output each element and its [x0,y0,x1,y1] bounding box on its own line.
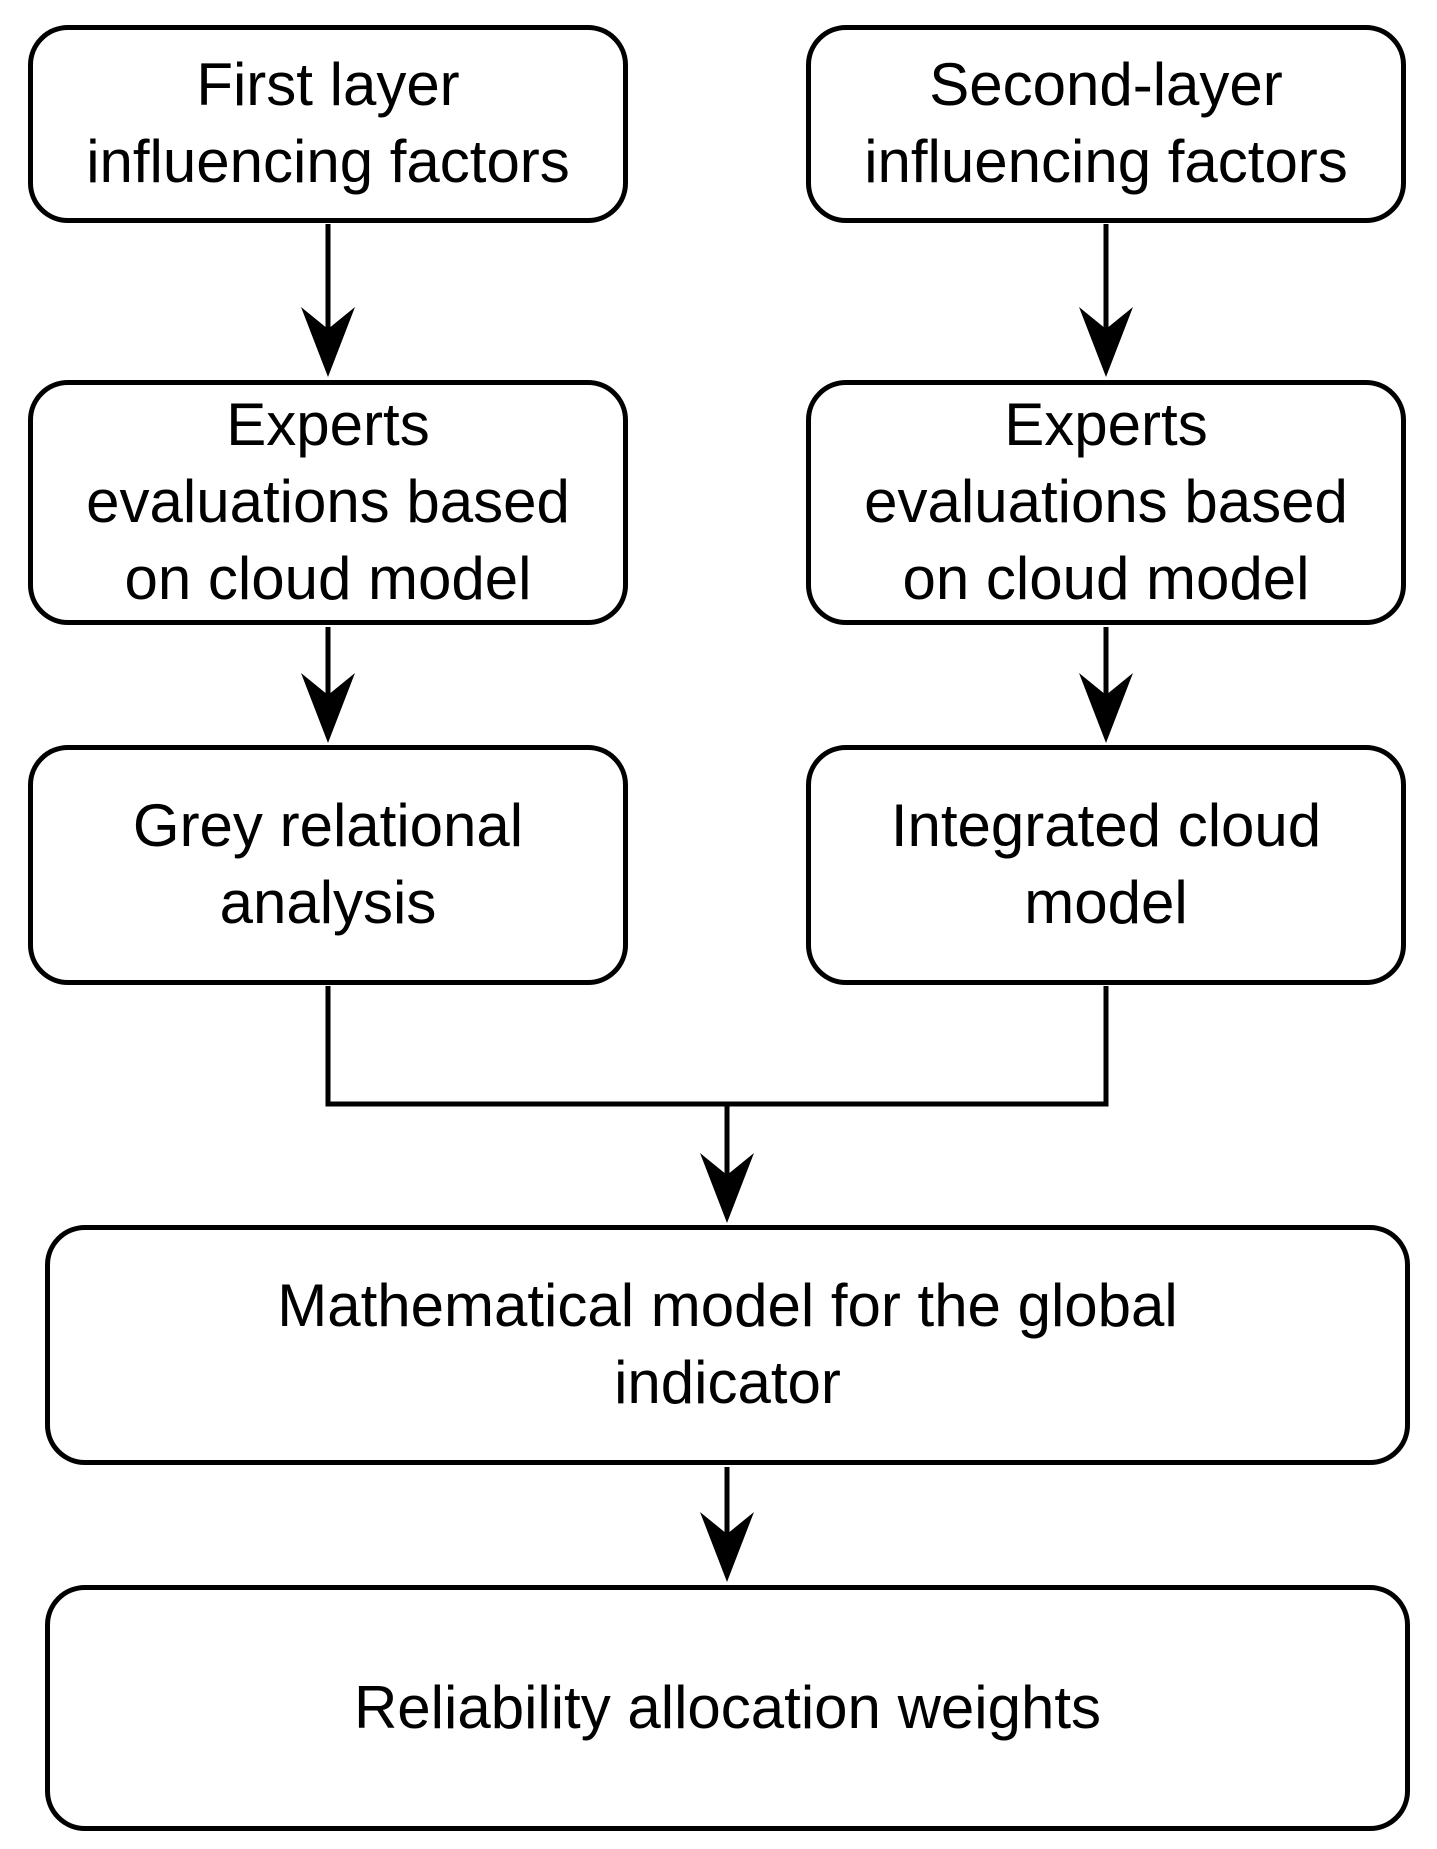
arrowhead-icon [1079,307,1133,377]
node-label: Experts evaluations based on cloud model [86,391,570,612]
node-label: First layer influencing factors [86,51,570,195]
arrow-experts-to-grey-relational [301,627,355,743]
arrowhead-icon [301,673,355,743]
arrow-global-indicator-to-reliability [700,1467,754,1582]
node-first-layer-influencing-factors: First layer influencing factors [28,25,628,223]
arrow-second-layer-to-experts [1079,224,1133,377]
node-label: Grey relational analysis [132,792,524,936]
arrow-first-layer-to-experts [301,224,355,377]
node-label: Integrated cloud model [890,792,1322,936]
merge-connector [325,986,1109,1223]
arrowhead-icon [301,307,355,377]
node-reliability-allocation-weights: Reliability allocation weights [45,1585,1410,1831]
node-integrated-cloud-model: Integrated cloud model [806,745,1406,985]
node-label: Reliability allocation weights [353,1673,1102,1741]
node-grey-relational-analysis: Grey relational analysis [28,745,628,985]
arrowhead-icon [1079,673,1133,743]
arrowhead-icon [700,1512,754,1582]
node-experts-evaluations-first-layer: Experts evaluations based on cloud model [28,380,628,625]
merge-rail [325,986,1109,1107]
node-label: Experts evaluations based on cloud model [864,391,1348,612]
node-experts-evaluations-second-layer: Experts evaluations based on cloud model [806,380,1406,625]
node-label: Second-layer influencing factors [864,51,1348,195]
arrow-experts-to-integrated-cloud [1079,627,1133,743]
arrowhead-icon [700,1153,754,1223]
node-second-layer-influencing-factors: Second-layer influencing factors [806,25,1406,223]
node-mathematical-model-global-indicator: Mathematical model for the global indica… [45,1225,1410,1465]
node-label: Mathematical model for the global indica… [277,1272,1178,1416]
